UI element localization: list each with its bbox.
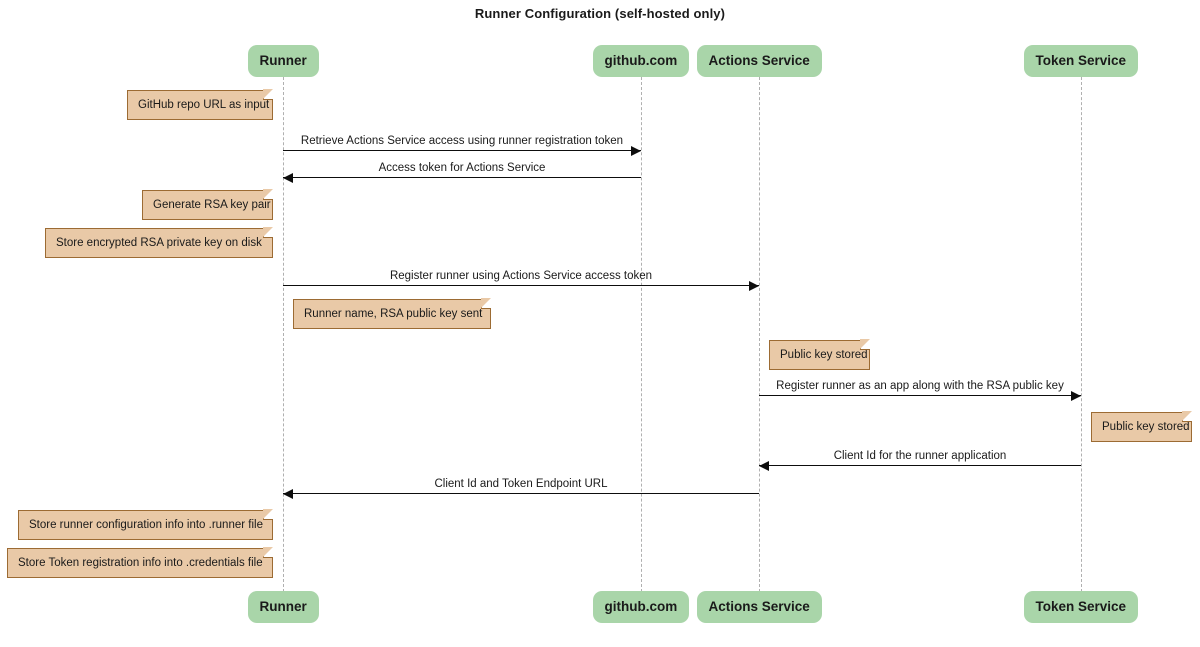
participant-runner-bottom[interactable]: Runner	[247, 591, 319, 623]
participant-runner-top[interactable]: Runner	[247, 45, 319, 77]
note-5: Public key stored	[769, 339, 870, 370]
lifeline-token	[1081, 77, 1082, 592]
message-label: Client Id and Token Endpoint URL	[434, 478, 608, 490]
message-line	[759, 395, 1081, 396]
message-label: Register runner using Actions Service ac…	[389, 270, 653, 282]
lifeline-actions	[759, 77, 760, 592]
arrowhead-right-icon	[749, 280, 759, 291]
note-4: Runner name, RSA public key sent	[293, 298, 491, 329]
participant-token-bottom[interactable]: Token Service	[1023, 591, 1139, 623]
arrowhead-left-icon	[283, 172, 293, 183]
message-line	[283, 150, 641, 151]
arrowhead-left-icon	[283, 488, 293, 499]
message-label: Client Id for the runner application	[833, 450, 1007, 462]
note-8: Store Token registration info into .cred…	[7, 547, 273, 578]
message-line	[283, 177, 641, 178]
participant-actions-top[interactable]: Actions Service	[696, 45, 822, 77]
participant-github-top[interactable]: github.com	[592, 45, 690, 77]
note-6: Public key stored	[1091, 411, 1192, 442]
note-text: Runner name, RSA public key sent	[304, 308, 483, 320]
message-line	[283, 493, 759, 494]
note-text: Store encrypted RSA private key on disk	[56, 237, 262, 249]
message-line	[283, 285, 759, 286]
note-7: Store runner configuration info into .ru…	[18, 509, 273, 540]
note-fold-corner-icon	[860, 339, 870, 350]
message-label: Access token for Actions Service	[378, 162, 546, 174]
note-text: Store Token registration info into .cred…	[18, 557, 263, 569]
arrowhead-right-icon	[631, 145, 641, 156]
note-fold-corner-icon	[263, 547, 273, 558]
note-fold-corner-icon	[263, 189, 273, 200]
lifeline-github	[641, 77, 642, 592]
message-line	[759, 465, 1081, 466]
arrowhead-left-icon	[759, 460, 769, 471]
page-title: Runner Configuration (self-hosted only)	[474, 6, 726, 21]
note-1: GitHub repo URL as input	[127, 89, 273, 120]
participant-actions-bottom[interactable]: Actions Service	[696, 591, 822, 623]
message-label: Retrieve Actions Service access using ru…	[300, 135, 624, 147]
note-fold-corner-icon	[1182, 411, 1192, 422]
participant-github-bottom[interactable]: github.com	[592, 591, 690, 623]
note-fold-corner-icon	[263, 509, 273, 520]
message-label: Register runner as an app along with the…	[776, 380, 1064, 392]
note-fold-corner-icon	[263, 227, 273, 238]
note-text: Generate RSA key pair	[153, 199, 271, 211]
arrowhead-right-icon	[1071, 390, 1081, 401]
note-2: Generate RSA key pair	[142, 189, 273, 220]
note-text: Public key stored	[780, 349, 868, 361]
note-text: GitHub repo URL as input	[138, 99, 270, 111]
note-text: Public key stored	[1102, 421, 1190, 433]
note-fold-corner-icon	[481, 298, 491, 309]
note-3: Store encrypted RSA private key on disk	[45, 227, 273, 258]
lifeline-runner	[283, 77, 284, 592]
note-fold-corner-icon	[263, 89, 273, 100]
note-text: Store runner configuration info into .ru…	[29, 519, 263, 531]
participant-token-top[interactable]: Token Service	[1023, 45, 1139, 77]
